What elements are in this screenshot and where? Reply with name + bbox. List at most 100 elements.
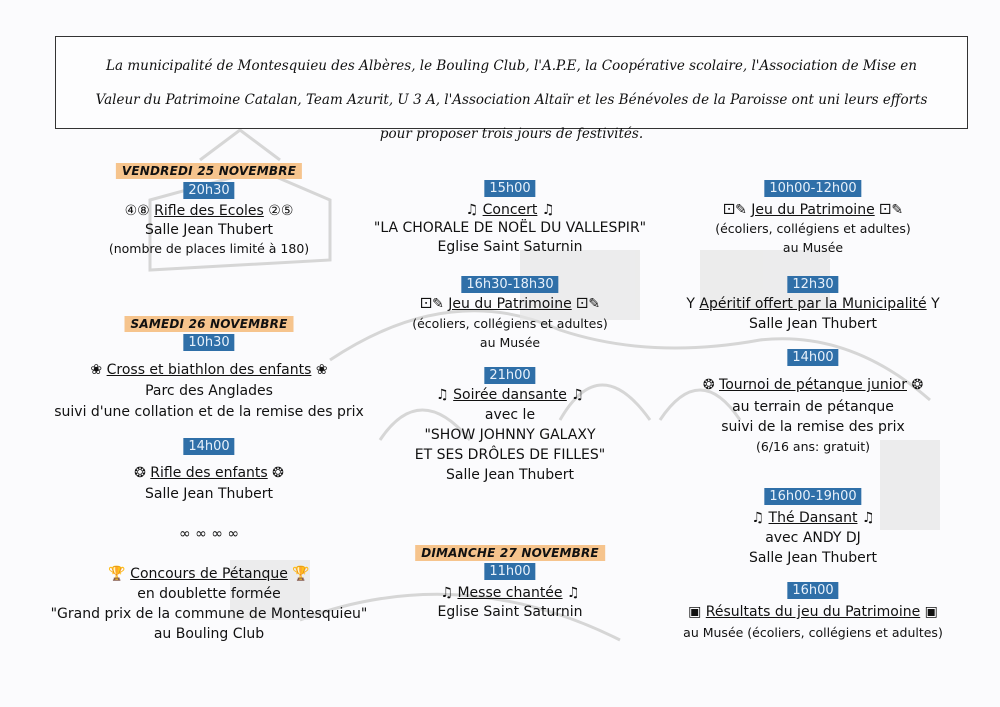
event-title-cross: ❀ Cross et biathlon des enfants ❀	[90, 361, 327, 379]
event-line: "LA CHORALE DE NOËL DU VALLESPIR"	[373, 220, 647, 236]
runner-icon: ❀	[90, 362, 103, 378]
time-badge: 15h00	[484, 180, 536, 197]
event-title-text: Concert	[482, 202, 538, 218]
trophy-icon: 🏆	[292, 566, 310, 582]
event-note: suivi d'une collation et de la remise de…	[54, 404, 364, 420]
event-place: Salle Jean Thubert	[749, 316, 877, 332]
event-line: suivi de la remise des prix	[721, 419, 905, 435]
event-place: Salle Jean Thubert	[446, 467, 574, 483]
treasure-chest-icon: ▣	[688, 604, 702, 620]
event-note: (6/16 ans: gratuit)	[755, 439, 871, 454]
event-place: au Bouling Club	[153, 626, 265, 642]
time-badge: 21h00	[484, 367, 536, 384]
time-badge: 16h30-18h30	[461, 276, 559, 293]
dice-icon: ⚀	[879, 202, 892, 218]
event-title-text: Soirée dansante	[453, 387, 567, 403]
event-title-text: Messe chantée	[457, 585, 563, 601]
event-title-jeu-patrimoine: ⚀✎ Jeu du Patrimoine ⚀✎	[723, 201, 903, 219]
event-title-rifle-enfants: ❂ Rifle des enfants ❂	[134, 464, 284, 482]
event-title-soiree: ♫ Soirée dansante ♫	[436, 386, 584, 404]
event-place: Salle Jean Thubert	[145, 486, 273, 502]
event-place: Eglise Saint Saturnin	[437, 239, 583, 255]
boules-icon: ❂	[702, 377, 715, 393]
runner-icon: ❀	[315, 362, 328, 378]
boules-icon: ❂	[911, 377, 924, 393]
event-place: au Musée (écoliers, collégiens et adulte…	[683, 625, 943, 640]
dice-icon: ⚀	[722, 202, 736, 218]
pen-icon: ✎	[432, 296, 444, 312]
lotto-numbers-icon: ④⑧	[124, 203, 150, 219]
event-title-the-dansant: ♫ Thé Dansant ♫	[752, 509, 875, 527]
time-badge: 20h30	[183, 182, 235, 199]
cards-icon: ❂	[134, 465, 146, 481]
time-badge: 14h00	[183, 438, 235, 455]
event-title-text: Cross et biathlon des enfants	[106, 362, 312, 378]
pen-icon: ✎	[735, 202, 747, 218]
time-badge: 10h00-12h00	[764, 180, 862, 197]
cocktail-glass-icon: Y	[931, 296, 940, 312]
event-title-text: Jeu du Patrimoine	[448, 296, 572, 312]
event-title-petanque: 🏆 Concours de Pétanque 🏆	[108, 565, 309, 583]
event-line: ET SES DRÔLES DE FILLES"	[414, 447, 606, 463]
time-badge: 10h30	[183, 334, 235, 351]
intro-box: La municipalité de Montesquieu des Albèr…	[55, 36, 968, 142]
event-title-jeu-patrimoine: ⚀✎ Jeu du Patrimoine ⚀✎	[420, 295, 600, 313]
music-note-icon: ♫	[436, 387, 449, 403]
event-line: au terrain de pétanque	[732, 399, 894, 415]
event-line: (écoliers, collégiens et adultes)	[412, 316, 608, 331]
dice-icon: ⚀	[576, 296, 589, 312]
event-place: Salle Jean Thubert	[749, 550, 877, 566]
event-title-text: Tournoi de pétanque junior	[719, 377, 907, 393]
day-label-saturday: SAMEDI 26 NOVEMBRE	[124, 316, 294, 332]
time-badge: 11h00	[484, 563, 536, 580]
music-note-icon: ♫	[440, 585, 453, 601]
music-note-icon: ♫	[567, 585, 580, 601]
event-title-resultats: ▣ Résultats du jeu du Patrimoine ▣	[688, 603, 938, 621]
event-title-text: Jeu du Patrimoine	[751, 202, 875, 218]
event-title-tournoi: ❂ Tournoi de pétanque junior ❂	[703, 376, 923, 394]
event-line: avec le	[484, 407, 536, 423]
music-note-icon: ♫	[861, 510, 875, 526]
event-title-messe: ♫ Messe chantée ♫	[440, 584, 579, 602]
event-place: Eglise Saint Saturnin	[437, 604, 583, 620]
time-badge: 12h30	[787, 276, 839, 293]
event-line: "SHOW JOHNNY GALAXY	[424, 427, 596, 443]
dice-icon: ⚀	[419, 296, 433, 312]
event-place: Parc des Anglades	[145, 383, 273, 399]
time-badge: 14h00	[787, 349, 839, 366]
event-title-aperitif: Y Apéritif offert par la Municipalité Y	[686, 295, 939, 313]
separator-infinity: ∞ ∞ ∞ ∞	[179, 526, 239, 542]
day-label-friday: VENDREDI 25 NOVEMBRE	[115, 163, 303, 179]
music-note-icon: ♫	[541, 202, 555, 218]
pen-icon: ✎	[891, 202, 904, 218]
time-badge: 16h00	[787, 582, 839, 599]
event-line: avec ANDY DJ	[765, 530, 861, 546]
event-title-text: Concours de Pétanque	[130, 566, 288, 582]
cocktail-glass-icon: Y	[686, 296, 695, 312]
event-line: "Grand prix de la commune de Montesquieu…	[50, 606, 368, 622]
event-place: au Musée	[782, 240, 844, 255]
trophy-icon: 🏆	[108, 566, 126, 582]
event-title-text: Thé Dansant	[768, 510, 858, 526]
event-title-rifle-ecoles: ④⑧ Rifle des Ecoles ②⑤	[125, 202, 294, 220]
music-note-icon: ♫	[571, 387, 584, 403]
event-line: (écoliers, collégiens et adultes)	[715, 221, 911, 236]
music-note-icon: ♫	[465, 202, 479, 218]
intro-text: La municipalité de Montesquieu des Albèr…	[95, 58, 928, 142]
event-title-text: Apéritif offert par la Municipalité	[699, 296, 927, 312]
treasure-chest-icon: ▣	[924, 604, 938, 620]
day-label-sunday: DIMANCHE 27 NOVEMBRE	[415, 545, 605, 561]
event-note: (nombre de places limité à 180)	[108, 241, 310, 256]
event-place: au Musée	[479, 335, 541, 350]
music-note-icon: ♫	[751, 510, 765, 526]
event-title-text: Rifle des enfants	[150, 465, 268, 481]
cards-icon: ❂	[272, 465, 284, 481]
event-line: en doublette formée	[137, 586, 281, 602]
event-place: Salle Jean Thubert	[145, 222, 273, 238]
event-title-text: Résultats du jeu du Patrimoine	[705, 604, 921, 620]
lotto-numbers-icon: ②⑤	[268, 203, 294, 219]
event-title-concert: ♫ Concert ♫	[466, 201, 555, 219]
time-badge: 16h00-19h00	[764, 488, 862, 505]
event-title-text: Rifle des Ecoles	[154, 203, 264, 219]
pen-icon: ✎	[588, 296, 601, 312]
